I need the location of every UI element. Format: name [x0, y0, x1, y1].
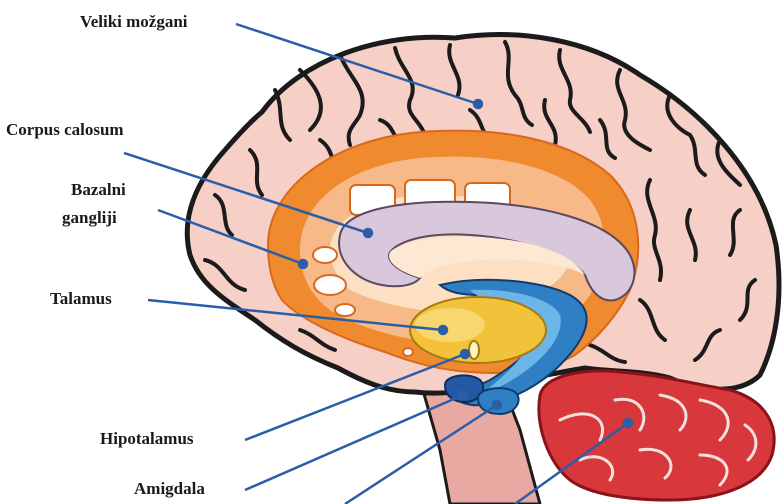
leader-dot-hippocampus	[493, 401, 501, 409]
label-amygdala: Amigdala	[134, 479, 205, 498]
label-cerebrum: Veliki možgani	[80, 12, 188, 31]
leader-dot-cerebellum	[624, 419, 632, 427]
leader-dot-thalamus	[439, 326, 447, 334]
label-corpus-callosum: Corpus calosum	[6, 120, 124, 139]
label-hypothalamus: Hipotalamus	[100, 429, 194, 448]
thalamus-shine	[415, 308, 485, 342]
label-thalamus: Talamus	[50, 289, 112, 308]
leader-line-amygdala	[245, 395, 463, 490]
label-basal-ganglia-line1: Bazalni	[71, 180, 126, 199]
leader-dot-amygdala	[459, 391, 467, 399]
label-basal-ganglia-line2: gangliji	[62, 208, 117, 227]
hypothalamus	[469, 341, 479, 359]
leader-dot-cerebrum	[474, 100, 482, 108]
leader-dot-basal-ganglia	[299, 260, 307, 268]
leader-dot-corpus-callosum	[364, 229, 372, 237]
cerebellum	[539, 371, 774, 500]
leader-dot-hypothalamus	[461, 350, 469, 358]
